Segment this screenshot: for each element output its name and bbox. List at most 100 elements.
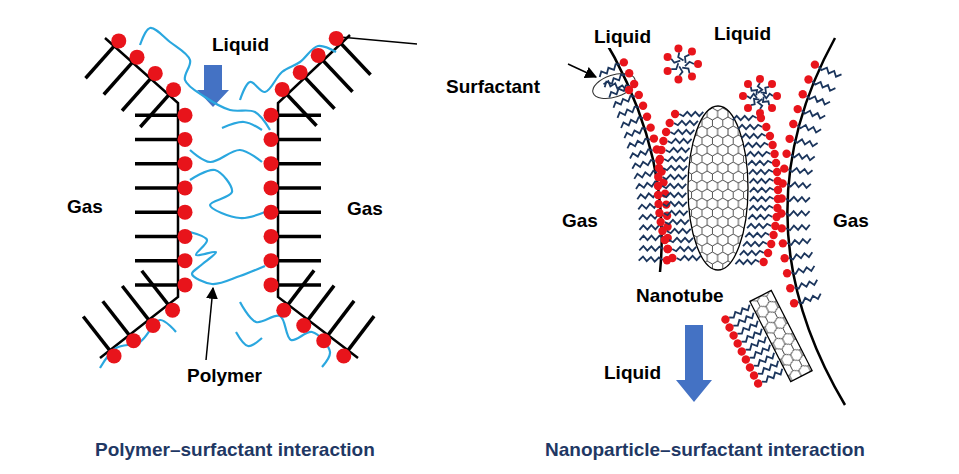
- surfactant-tail: [140, 95, 169, 127]
- surfactant-head: [668, 254, 676, 262]
- surfactant-tail: [634, 171, 657, 179]
- surfactant-head: [771, 222, 779, 230]
- surfactant-head: [770, 150, 778, 158]
- surfactant-tail: [735, 260, 759, 264]
- surfactant-tail: [630, 149, 653, 158]
- surfactant-head: [296, 318, 311, 333]
- surfactant-head: [774, 186, 782, 194]
- surfactant-tail: [746, 152, 770, 156]
- surfactant-tail: [278, 259, 321, 263]
- surfactant-tail: [789, 252, 813, 259]
- surfactant-tail: [812, 81, 835, 91]
- surfactant-head: [166, 82, 181, 97]
- polymer-chains: [100, 28, 336, 368]
- surfactant-tail: [278, 210, 321, 214]
- surfactant-head: [654, 173, 662, 181]
- surfactant-tail: [791, 154, 815, 161]
- surfactant-tail: [663, 166, 687, 170]
- surfactant-tail: [640, 236, 664, 240]
- surfactant-tail: [122, 286, 148, 320]
- surfactant-tail: [667, 229, 691, 233]
- surfactant-head: [625, 86, 633, 94]
- surfactant-tail: [748, 161, 772, 165]
- surfactant-head: [654, 182, 662, 190]
- surfactant-head: [650, 134, 658, 142]
- surfactant-tail: [604, 81, 626, 89]
- surfactant-tail: [83, 317, 109, 351]
- surfactant-tail: [751, 99, 760, 105]
- surfactant-tail: [787, 239, 811, 245]
- surfactant-head: [130, 50, 145, 65]
- surfactant-tail: [749, 170, 773, 174]
- surfactant-tail: [662, 193, 686, 197]
- surfactant-head: [785, 135, 793, 143]
- surfactant-tail: [135, 210, 178, 214]
- surfactant-tail: [738, 125, 762, 129]
- surfactant-head: [661, 236, 669, 244]
- surfactant-layer: [83, 31, 374, 364]
- surfactant-tail: [341, 44, 371, 75]
- surfactant-head: [643, 113, 651, 121]
- surfactant-head: [659, 137, 667, 145]
- surfactant-tail: [348, 316, 374, 350]
- surfactant-head: [799, 90, 807, 98]
- surfactant-head: [276, 303, 291, 318]
- surfactant-tail: [685, 55, 690, 63]
- surfactant-tail: [679, 66, 682, 75]
- surfactant-head: [336, 348, 351, 363]
- surfactant-tail: [744, 143, 768, 147]
- surfactant-head: [752, 378, 763, 389]
- surfactant-head: [126, 333, 141, 348]
- surfactant-head: [773, 168, 781, 176]
- surfactant-head: [275, 82, 290, 97]
- surfactant-head: [783, 269, 791, 277]
- surfactant-head: [264, 253, 279, 268]
- surfactant-head: [789, 120, 797, 128]
- polymer-chain: [190, 232, 265, 284]
- surfactant-head: [688, 47, 696, 55]
- surfactant-tail: [103, 301, 129, 335]
- surfactant-head: [744, 80, 752, 88]
- surfactant-tail: [794, 280, 817, 289]
- surfactant-head: [774, 177, 782, 185]
- surfactant-head: [671, 110, 679, 118]
- surfactant-head: [793, 105, 801, 113]
- surfactant-head: [756, 75, 764, 83]
- surfactant-tail: [621, 117, 643, 128]
- surfactant-head: [774, 195, 782, 203]
- phase-label: Gas: [560, 210, 600, 232]
- surfactant-tail: [135, 138, 178, 142]
- surfactant-head: [694, 60, 702, 68]
- surfactant-tail: [663, 175, 687, 179]
- surfactant-tail: [797, 125, 821, 132]
- surfactant-head: [178, 180, 193, 195]
- surfactant-tail: [798, 294, 821, 304]
- surfactant-tail: [669, 238, 693, 242]
- surfactant-tail: [627, 139, 650, 149]
- surfactant-tail: [135, 162, 178, 166]
- surfactant-head: [293, 65, 308, 80]
- surfactant-head: [625, 69, 633, 77]
- surfactant-head: [663, 245, 671, 253]
- surfactant-tail: [786, 225, 810, 230]
- surfactant-head: [178, 108, 193, 123]
- panel-caption: Polymer–surfactant interaction: [93, 439, 377, 461]
- phase-label: Liquid: [602, 362, 663, 384]
- surfactant-tail: [750, 188, 774, 192]
- surfactant-head: [264, 205, 279, 220]
- surfactant-tail: [305, 78, 335, 109]
- phase-label: Gas: [65, 196, 105, 218]
- surfactant-head: [655, 209, 663, 217]
- surfactant-head: [654, 191, 662, 199]
- surfactant-tail: [308, 286, 334, 320]
- surfactant-tail: [794, 139, 818, 146]
- surfactant-head: [165, 303, 180, 318]
- surfactant-tail: [786, 197, 810, 202]
- surfactant-tail: [802, 110, 826, 118]
- surfactant-tail: [278, 138, 321, 142]
- surfactant-head: [664, 245, 672, 253]
- surfactant-head: [674, 76, 682, 84]
- surfactant-head: [773, 92, 781, 100]
- phase-label: Gas: [831, 210, 871, 232]
- highlight-ellipse: [590, 69, 639, 104]
